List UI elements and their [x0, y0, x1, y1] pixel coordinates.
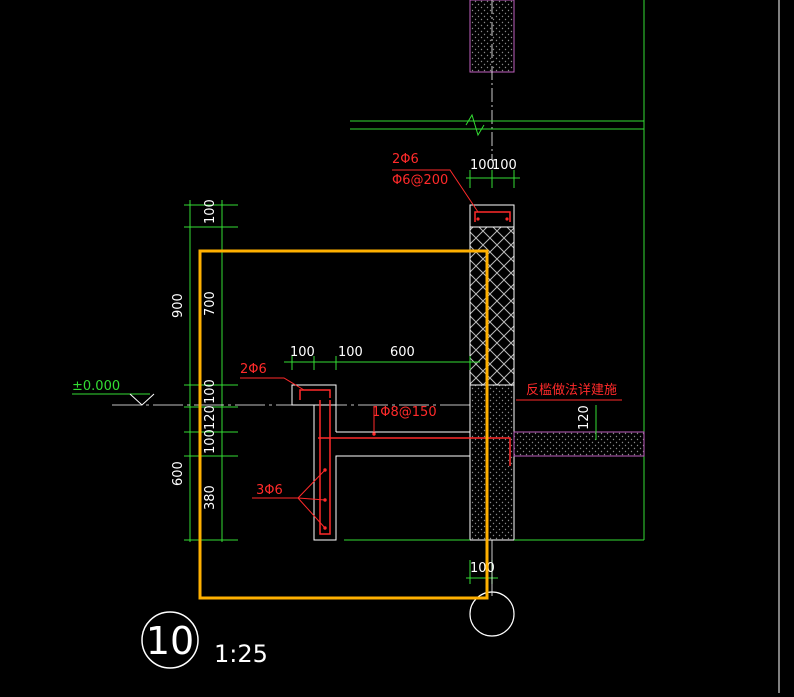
dim-top-100: 100 [470, 158, 495, 173]
detail-number: 10 [146, 619, 194, 663]
beam-stirrup [319, 400, 331, 535]
dim-right-120: 120 [577, 405, 592, 430]
level-triangle [129, 393, 155, 406]
dim-v700: 700 [203, 291, 218, 316]
annotation-top-stirrup: Φ6@200 [392, 173, 448, 188]
dim-v100: 100 [203, 199, 218, 224]
dim-h100a: 100 [290, 345, 315, 360]
selection-box[interactable] [198, 249, 489, 600]
dim-v100b: 100 [203, 379, 218, 404]
annotation-bottom-rebar: 3Φ6 [256, 483, 283, 498]
detail-scale: 1:25 [214, 640, 268, 668]
beam-outline [313, 405, 470, 541]
dim-v120: 120 [203, 405, 218, 430]
annotation-note: 反槛做法详建施 [526, 383, 617, 398]
dim-top-100b: 100 [492, 158, 517, 173]
dim-h600: 600 [390, 345, 415, 360]
slab-rebar [318, 437, 511, 466]
dim-left-600: 600 [171, 461, 186, 486]
dim-bottom-100: 100 [470, 561, 495, 576]
annotation-top-rebar: 2Φ6 [392, 152, 419, 167]
annotation-slab-rebar: 1Φ8@150 [372, 405, 437, 420]
wall-cap [469, 204, 515, 228]
right-slab [513, 431, 645, 457]
axis-bubble [469, 591, 515, 637]
dim-left-900: 900 [171, 293, 186, 318]
lower-wall-section [469, 384, 515, 541]
break-symbol [465, 113, 485, 137]
level-label: ±0.000 [72, 379, 120, 394]
dim-h100b: 100 [338, 345, 363, 360]
leader-bottom [252, 469, 326, 529]
cap-stirrup [474, 211, 511, 222]
leader-left [240, 377, 305, 391]
sill-stirrup [299, 389, 331, 400]
leader-top [392, 169, 479, 213]
annotation-left-rebar: 2Φ6 [240, 362, 267, 377]
dim-v380: 380 [203, 485, 218, 510]
detail-circle [141, 611, 199, 669]
hatched-wall [469, 204, 515, 386]
dim-v100c: 100 [203, 429, 218, 454]
